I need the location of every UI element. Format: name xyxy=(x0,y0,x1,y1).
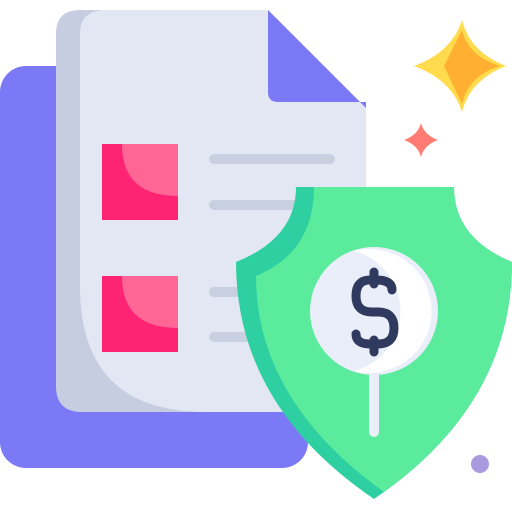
dot-icon xyxy=(471,455,489,473)
checkbox-2-highlight xyxy=(122,276,178,328)
document-text-lines xyxy=(209,154,335,342)
paper-folded-corner xyxy=(268,10,366,108)
sparkle-large-highlight xyxy=(444,30,500,104)
shield-icon xyxy=(236,187,512,499)
dollar-sign-icon xyxy=(351,267,399,357)
dollar-coin-highlight xyxy=(354,249,432,374)
sparkle-star-icon xyxy=(414,20,506,112)
sparkle-small-icon xyxy=(404,123,438,157)
sparkle-small xyxy=(404,123,438,157)
checkbox-1-highlight xyxy=(122,144,178,196)
